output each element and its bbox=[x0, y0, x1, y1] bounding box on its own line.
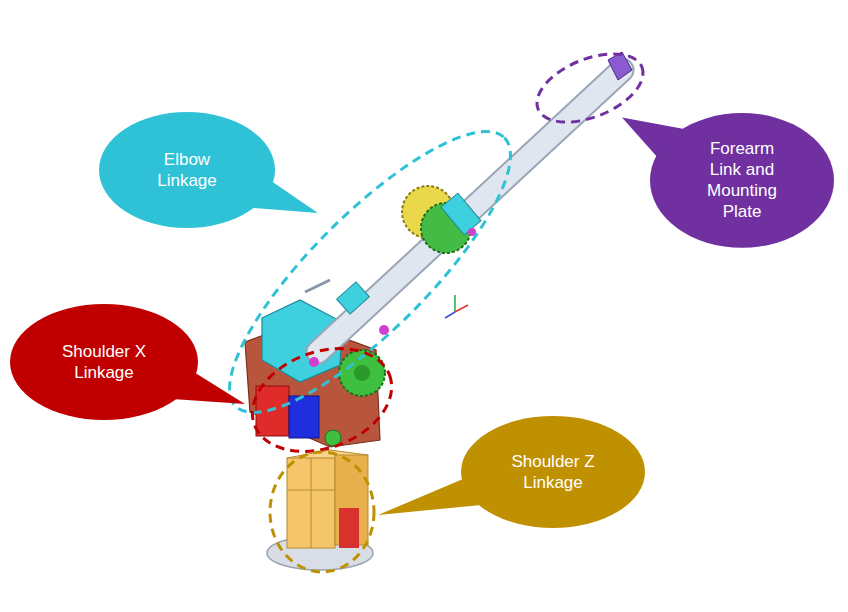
bubble-ellipse bbox=[461, 416, 645, 528]
axis bbox=[455, 305, 468, 312]
highlight-region bbox=[270, 452, 374, 572]
pedestal-motor bbox=[339, 508, 359, 548]
pedestal-front bbox=[287, 458, 335, 548]
bubble-ellipse bbox=[99, 112, 275, 228]
callout-bubble: Shoulder X Linkage bbox=[10, 304, 198, 420]
callout-text: Shoulder X Linkage bbox=[54, 341, 154, 383]
callout-text: Shoulder Z Linkage bbox=[503, 451, 603, 493]
callout-text: Forearm Link and Mounting Plate bbox=[694, 138, 790, 222]
collar bbox=[337, 282, 370, 314]
rod bbox=[305, 280, 330, 292]
highlight-region bbox=[238, 330, 406, 469]
arm-tube-edge bbox=[318, 70, 622, 352]
pin bbox=[309, 357, 319, 367]
axis bbox=[454, 295, 456, 312]
callout-bubble: Elbow Linkage bbox=[99, 112, 275, 228]
gear-hub bbox=[354, 365, 370, 381]
bubble-shape bbox=[99, 112, 275, 228]
arm-tube bbox=[318, 70, 622, 352]
shoulder-motor bbox=[289, 396, 319, 438]
bubble-shape bbox=[461, 416, 645, 528]
bubble-shape bbox=[650, 113, 834, 248]
bubble-shape bbox=[10, 304, 198, 420]
gear-bracket bbox=[441, 193, 481, 235]
axis bbox=[445, 312, 455, 318]
bubble-ellipse bbox=[650, 113, 834, 248]
callout-bubble: Shoulder Z Linkage bbox=[461, 416, 645, 528]
callout-text: Elbow Linkage bbox=[147, 149, 227, 191]
callout-bubble: Forearm Link and Mounting Plate bbox=[650, 113, 834, 248]
bubble-ellipse bbox=[10, 304, 198, 420]
pedestal-seam bbox=[311, 458, 312, 548]
